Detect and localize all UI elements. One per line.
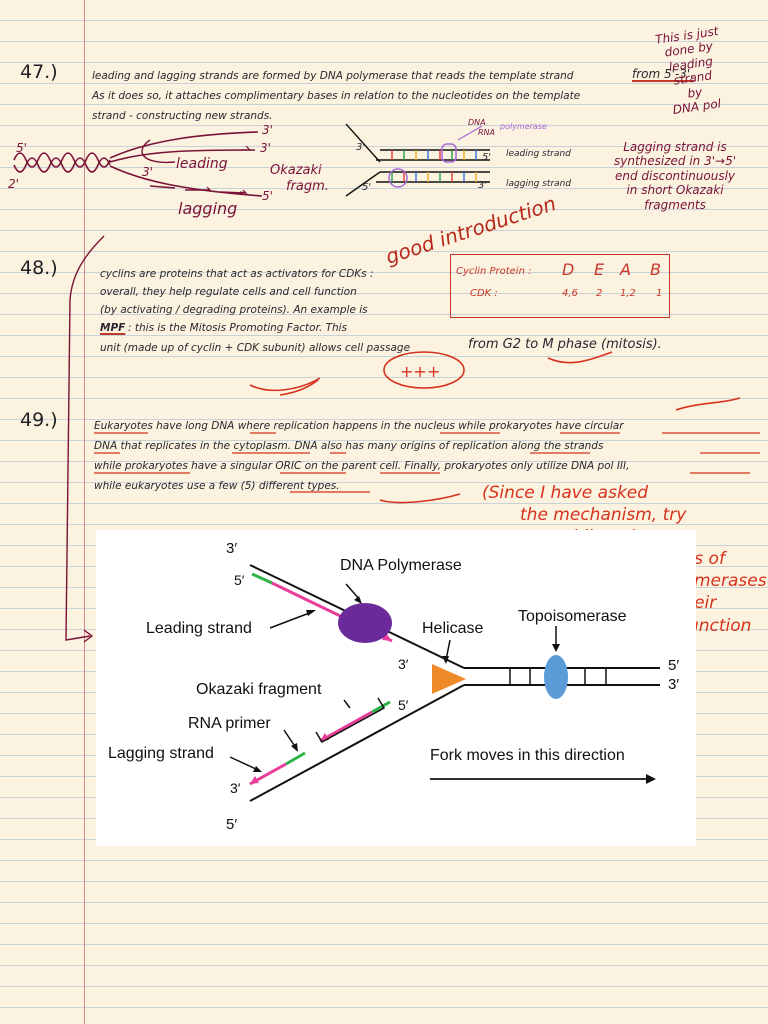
q47-comment-bottom: Lagging strand is synthesized in 3'→5' e… <box>614 140 737 212</box>
sketch-right-lagging-strand: lagging strand <box>506 179 572 189</box>
table-row1-value-2: E <box>594 260 605 279</box>
diagram-fork-direction-label: Fork moves in this direction <box>430 747 625 764</box>
q49-line-1: Eukaryotes have long DNA where replicati… <box>94 420 624 432</box>
diagram-3prime-top-left: 3′ <box>226 540 238 557</box>
diagram-3prime-mid: 3′ <box>398 656 409 672</box>
table-row1-value-3: A <box>620 260 631 279</box>
table-row2-label: CDK : <box>470 288 498 299</box>
sketch-right-3prime-top: 3' <box>356 142 366 153</box>
cyclin-cdk-table <box>450 254 670 318</box>
diagram-3prime-right: 3′ <box>668 676 680 693</box>
sketch-right-leading-strand: leading strand <box>506 149 571 159</box>
q48-line-5: unit (made up of cyclin + CDK subunit) a… <box>100 342 411 354</box>
sketch-right-5prime-top: 5' <box>482 152 492 163</box>
table-row1-label: Cyclin Protein : <box>456 266 532 277</box>
q48-line-5-end: from G2 to M phase (mitosis). <box>468 337 662 352</box>
margin-line <box>84 0 85 1024</box>
q48-line-1: cyclins are proteins that act as activat… <box>100 268 374 280</box>
diagram-dna-polymerase-label: DNA Polymerase <box>340 557 462 574</box>
sketch-left-fragm-label: fragm. <box>286 179 329 194</box>
sketch-right-dna-label: DNA <box>468 118 486 127</box>
q47-line-2: As it does so, it attaches complimentary… <box>92 90 581 102</box>
sketch-right-polymerase-label: polymerase <box>500 122 547 131</box>
table-row2-value-2: 2 <box>596 288 603 299</box>
diagram-helicase-label: Helicase <box>422 620 484 637</box>
diagram-topoisomerase-label: Topoisomerase <box>518 608 627 625</box>
diagram-rna-primer-label: RNA primer <box>188 715 271 732</box>
q49-line-4: while eukaryotes use a few (5) different… <box>94 480 340 492</box>
replication-fork-diagram <box>96 530 696 846</box>
diagram-5prime-top-left: 5′ <box>234 572 245 588</box>
diagram-5prime-fragment: 5′ <box>398 697 409 713</box>
q47-line-1-end: from 5'-3'. <box>632 67 695 81</box>
sketch-left-3prime-inner: 3' <box>142 165 153 179</box>
q48-plus-marks: +++ <box>400 362 441 381</box>
table-row1-value-4: B <box>650 260 661 279</box>
table-row2-value-3: 1,2 <box>620 288 636 299</box>
q49-line-3: while prokaryotes have a singular ORIC o… <box>94 460 630 472</box>
q47-line-3: strand - constructing new strands. <box>92 110 273 122</box>
table-row2-value-4: 1 <box>656 288 663 299</box>
q48-line-4-mpf: MPF <box>100 322 126 334</box>
sketch-left-okazaki-label: Okazaki <box>270 163 322 178</box>
sketch-left-3prime-top: 3' <box>262 123 273 137</box>
question-48-number: 48.) <box>20 257 58 279</box>
diagram-5prime-bottom: 5′ <box>226 816 238 833</box>
table-row1-value-1: D <box>562 260 575 279</box>
question-49-number: 49.) <box>20 409 58 431</box>
diagram-okazaki-fragment-label: Okazaki fragment <box>196 681 322 698</box>
sketch-left-3prime-mid: 3' <box>260 141 271 155</box>
sketch-left-lagging-label: lagging <box>178 199 238 218</box>
sketch-right-rna-label: RNA <box>478 128 496 137</box>
q48-line-2: overall, they help regulate cells and ce… <box>100 286 357 298</box>
diagram-lagging-strand-label: Lagging strand <box>108 745 214 762</box>
diagram-leading-strand-label: Leading strand <box>146 620 252 637</box>
q49-line-2: DNA that replicates in the cytoplasm. DN… <box>94 440 604 452</box>
sketch-right-3prime-bottom: 3' <box>478 180 488 191</box>
diagram-5prime-right: 5′ <box>668 657 680 674</box>
sketch-left-5prime: 5' <box>16 141 27 155</box>
q47-line-1: leading and lagging strands are formed b… <box>92 70 574 82</box>
sketch-left-2prime: 2' <box>8 177 19 191</box>
diagram-3prime-bottom: 3′ <box>230 780 241 796</box>
q48-line-3: (by activating / degrading proteins). An… <box>100 304 368 316</box>
table-row2-value-1: 4,6 <box>562 288 578 299</box>
sketch-left-5prime-bottom: 5' <box>262 189 273 203</box>
sketch-left-leading-label: leading <box>176 156 228 172</box>
sketch-right-5prime-bottom: 5' <box>362 182 372 193</box>
q48-line-4: : this is the Mitosis Promoting Factor. … <box>128 322 348 334</box>
question-47-number: 47.) <box>20 61 58 83</box>
